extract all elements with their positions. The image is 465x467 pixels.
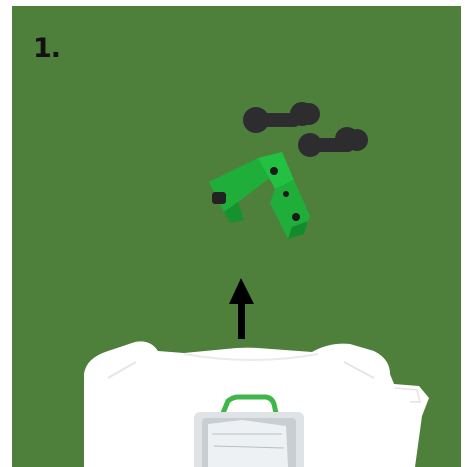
rubber-washer-icon — [243, 102, 320, 133]
illustration — [12, 6, 461, 467]
green-bracket-icon — [209, 152, 310, 239]
water-container-icon — [84, 341, 429, 467]
rubber-washer-icon — [298, 127, 368, 157]
instruction-panel: 1. — [12, 6, 461, 467]
up-arrow-icon — [229, 278, 254, 339]
